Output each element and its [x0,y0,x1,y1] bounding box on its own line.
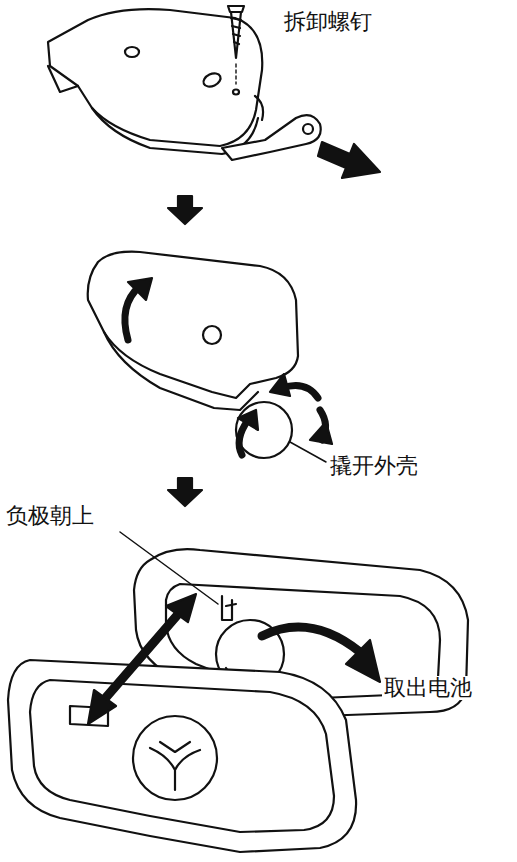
polarity-label: 负极朝上 [4,504,96,528]
step-arrow [168,478,202,506]
fob-prying [88,252,332,462]
step-arrow [168,196,202,224]
screw [228,6,244,84]
fob-closed [48,9,321,160]
pry-label: 撬开外壳 [328,454,420,478]
removal-label: 拆卸螺钉 [282,10,374,34]
battery-label: 取出电池 [382,676,474,700]
direction-arrow [318,142,380,178]
